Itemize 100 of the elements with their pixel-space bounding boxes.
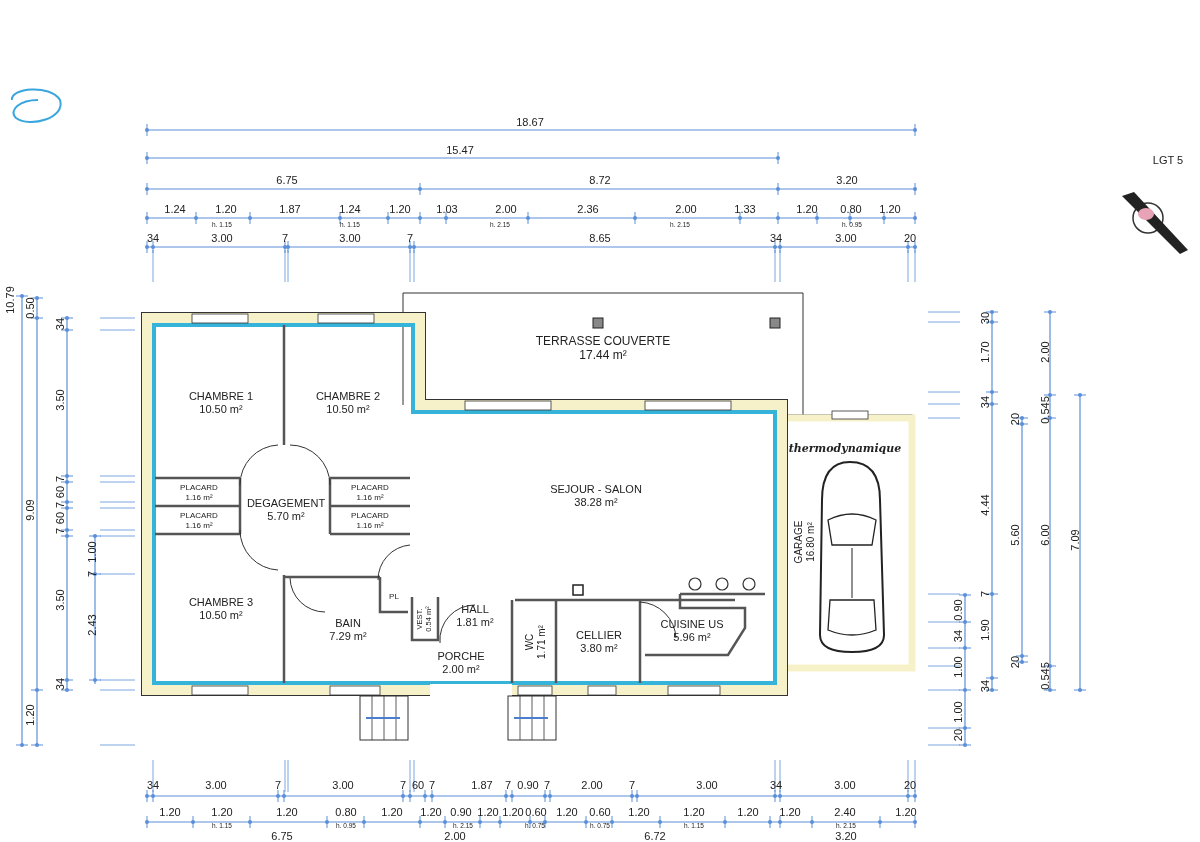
- dimension-label: 2.00: [1039, 341, 1051, 363]
- dimension-label: 7: [428, 779, 436, 791]
- dimension-label: 0.545: [1039, 396, 1051, 424]
- room-name: GARAGE: [792, 520, 804, 564]
- dimension-label: 7: [979, 590, 991, 598]
- dimension-label: 7: [54, 475, 66, 483]
- dimension-label: 7.09: [1069, 529, 1081, 551]
- dimension-label: 30: [979, 311, 991, 325]
- dimension-label: 8.72: [589, 174, 611, 186]
- dimension-label: 60: [54, 511, 66, 525]
- dimension-label: 7: [406, 232, 414, 244]
- dimension-label: 34: [769, 232, 783, 244]
- dimension-label: 3.00: [696, 779, 718, 791]
- dimension-label: 1.20: [556, 806, 578, 818]
- room-area: 38.28 m²: [574, 496, 618, 509]
- dimension-label: 6.00: [1039, 524, 1051, 546]
- dimension-label: 15.47: [446, 144, 474, 156]
- room-name: CUISINE US: [660, 618, 724, 631]
- dimension-label: 20: [903, 232, 917, 244]
- dimension-label: 7: [54, 527, 66, 535]
- room-name: CHAMBRE 3: [188, 595, 254, 609]
- dimension-label: 7: [628, 779, 636, 791]
- room-area: 2.00 m²: [442, 663, 480, 676]
- dimension-label: 1.00: [952, 656, 964, 678]
- room-area: 17.44 m²: [579, 349, 627, 363]
- dimension-label: 0.80: [840, 203, 862, 215]
- room-area: 3.80 m²: [580, 642, 618, 655]
- dimension-label: 20: [1009, 412, 1021, 426]
- dimension-label: 3.00: [332, 779, 354, 791]
- dimension-label: 3.50: [54, 589, 66, 611]
- dimension-label: 20: [1009, 655, 1021, 669]
- dimension-label: 1.20: [389, 203, 411, 215]
- room-name: DEGAGEMENT: [246, 497, 326, 510]
- dimension-label: 34: [146, 232, 160, 244]
- dimension-label: 2.00: [444, 830, 466, 842]
- room-name: HALL: [461, 603, 489, 616]
- dimension-label: 1.20: [211, 806, 233, 818]
- room-area: 1.16 m²: [356, 492, 384, 502]
- dimension-label: 7: [399, 779, 407, 791]
- dimension-label: 0.90: [952, 599, 964, 621]
- dimension-label: 7: [274, 779, 282, 791]
- dimension-label: 3.50: [54, 389, 66, 411]
- dimension-label: 34: [54, 317, 66, 331]
- room-area: 16.80 m²: [804, 522, 816, 562]
- room-area: 10.50 m²: [199, 608, 243, 622]
- dimension-label: 18.67: [516, 116, 544, 128]
- plan-reference: LGT 5: [1152, 154, 1184, 166]
- room-name: PLACARD: [180, 511, 218, 521]
- dimension-label: 0.50: [24, 297, 36, 319]
- dimension-label: 34: [979, 679, 991, 693]
- equipment-note: thermodynamique: [788, 442, 902, 454]
- room-area: 7.29 m²: [329, 630, 367, 643]
- dimension-label: 3.20: [835, 830, 857, 842]
- dimension-label: 34: [979, 395, 991, 409]
- dimension-label: 1.24: [164, 203, 186, 215]
- room-area: 5.96 m²: [673, 631, 711, 644]
- dimension-label: 2.40: [834, 806, 856, 818]
- dimension-label: 7: [86, 570, 98, 578]
- dimension-label: 34: [146, 779, 160, 791]
- room-name: PORCHE: [437, 650, 485, 663]
- dimension-label: 34: [952, 629, 964, 643]
- dimension-label: 2.36: [577, 203, 599, 215]
- dimension-label: 0.60: [525, 806, 547, 818]
- dimension-label: 1.20: [381, 806, 403, 818]
- dimension-label: 60: [411, 779, 425, 791]
- dimension-label: 2.00: [675, 203, 697, 215]
- dimension-label: 10.79: [4, 286, 16, 314]
- room-area: 5.70 m²: [267, 510, 305, 523]
- room-name: CHAMBRE 2: [315, 390, 381, 403]
- dimension-label: 20: [903, 779, 917, 791]
- room-name: PL: [389, 592, 399, 602]
- dimension-label: 20: [952, 728, 964, 742]
- dimension-label: 6.75: [276, 174, 298, 186]
- dimension-label: 3.00: [339, 232, 361, 244]
- dimension-label: 0.90: [517, 779, 539, 791]
- dimension-label: 7: [543, 779, 551, 791]
- dimension-label: 1.90: [979, 619, 991, 641]
- dimension-label: 1.20: [502, 806, 524, 818]
- dimension-label: 1.24: [339, 203, 361, 215]
- room-area: 1.16 m²: [356, 520, 384, 530]
- dimension-label: 7: [54, 501, 66, 509]
- dimension-label: 1.00: [952, 701, 964, 723]
- room-name: BAIN: [335, 617, 361, 630]
- room-area: 1.16 m²: [185, 520, 213, 530]
- dimension-label: 1.20: [628, 806, 650, 818]
- dimension-label: 2.00: [495, 203, 517, 215]
- dimension-label: 1.70: [979, 341, 991, 363]
- dimension-label: 1.87: [471, 779, 493, 791]
- dimension-label: 0.80: [335, 806, 357, 818]
- dimension-label: 1.87: [279, 203, 301, 215]
- room-name: TERRASSE COUVERTE: [535, 335, 671, 349]
- room-area: 10.50 m²: [326, 403, 370, 416]
- dimension-label: 1.20: [24, 704, 36, 726]
- dimension-label: 1.20: [215, 203, 237, 215]
- dimension-label: 3.00: [834, 779, 856, 791]
- dimension-label: 4.44: [979, 494, 991, 516]
- dimension-label: 1.33: [734, 203, 756, 215]
- dimension-label: 0.545: [1039, 662, 1051, 690]
- dimension-label: 5.60: [1009, 524, 1021, 546]
- dimension-label: 7: [281, 232, 289, 244]
